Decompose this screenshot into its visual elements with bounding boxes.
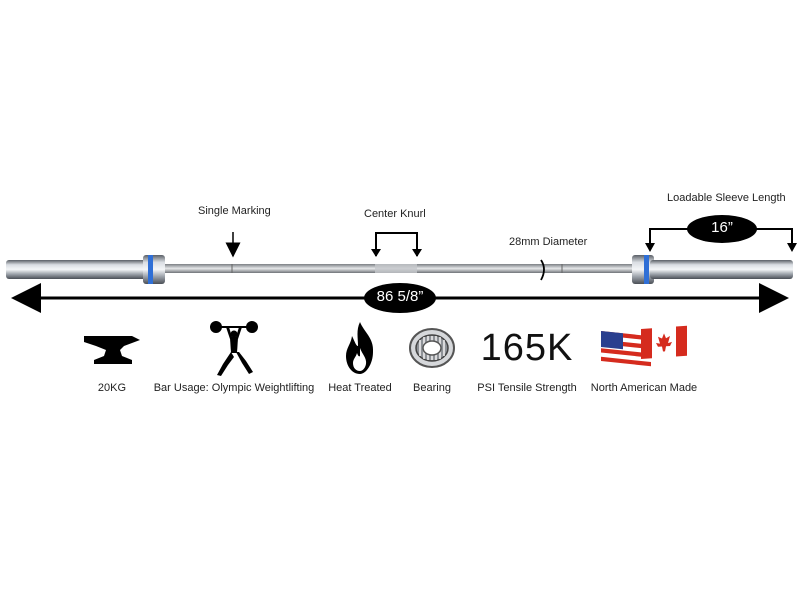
feature-weight: 20KG <box>27 318 197 394</box>
total-length-value: 86 5/8” <box>376 288 424 305</box>
feature-origin: North American Made <box>559 318 729 394</box>
flags-icon <box>601 325 687 367</box>
feature-tensile-label: PSI Tensile Strength <box>477 382 577 394</box>
left-sleeve <box>6 260 146 279</box>
flame-icon <box>346 322 374 374</box>
bearing-icon <box>409 328 455 368</box>
feature-tensile: 165K PSI Tensile Strength <box>442 318 612 394</box>
single-marking-label: Single Marking <box>198 205 271 217</box>
tensile-number: 165K <box>480 327 574 369</box>
total-length-badge <box>364 283 436 313</box>
feature-weight-label: 20KG <box>97 382 127 394</box>
feature-heat-treated: Heat Treated <box>275 318 445 394</box>
sleeve-length-value: 16” <box>711 219 733 236</box>
feature-usage: Bar Usage: Olympic Weightlifting <box>149 318 319 394</box>
center-knurl-section <box>375 264 417 273</box>
sleeve-length-title: Loadable Sleeve Length <box>667 192 786 204</box>
diameter-label: 28mm Diameter <box>509 236 588 248</box>
right-sleeve <box>650 260 793 279</box>
feature-heat-treated-label: Heat Treated <box>328 382 392 394</box>
feature-usage-label: Bar Usage: Olympic Weightlifting <box>153 382 315 394</box>
left-collar <box>143 255 165 284</box>
center-knurl-label: Center Knurl <box>364 208 426 220</box>
left-collar-ring <box>148 255 153 284</box>
feature-bearing: Bearing <box>347 318 517 394</box>
diameter-arc <box>540 259 545 281</box>
feature-origin-label: North American Made <box>590 382 698 394</box>
right-collar-ring <box>644 255 649 284</box>
sleeve-length-badge <box>687 215 757 243</box>
weightlifter-icon <box>210 321 258 376</box>
anvil-icon <box>84 336 140 364</box>
center-knurl-bracket <box>375 232 418 256</box>
feature-bearing-label: Bearing <box>413 382 451 394</box>
